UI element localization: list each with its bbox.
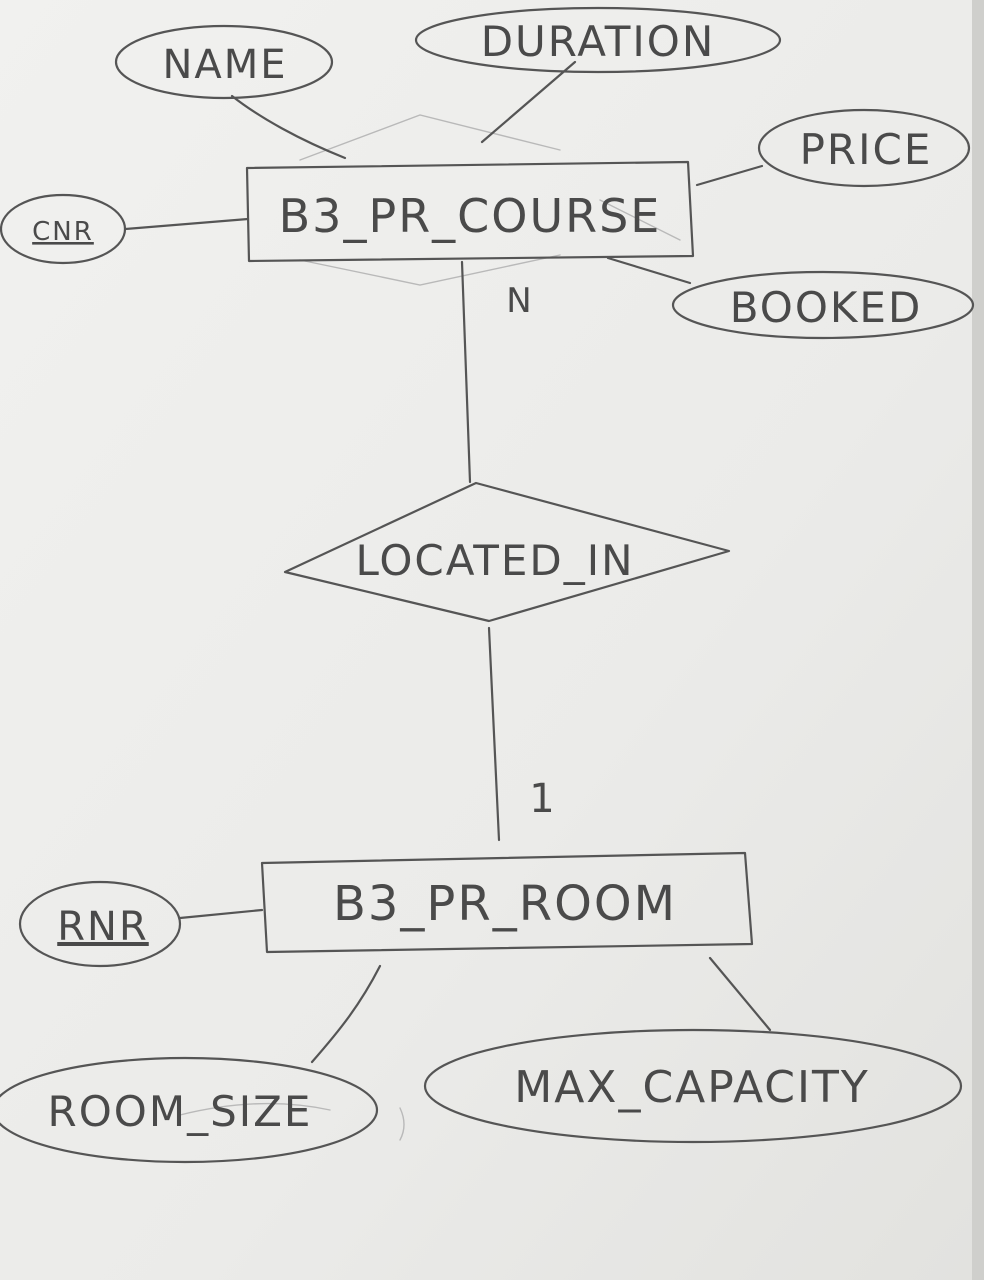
connector-lines [123, 60, 772, 1064]
entity-room[interactable]: B3_PR_ROOM [260, 851, 754, 954]
attribute-rnr-label: RNR [57, 904, 149, 950]
line-price-course [695, 164, 764, 187]
erased-marks [179, 114, 681, 1141]
line-maxcap-room [708, 956, 772, 1032]
attribute-room-size[interactable]: ROOM_SIZE [0, 1056, 379, 1164]
attribute-max-capacity-ellipse [423, 1028, 963, 1144]
relationship-label: LOCATED_IN [355, 536, 634, 585]
attribute-duration-ellipse [414, 6, 782, 74]
attribute-rnr-ellipse [18, 880, 182, 968]
attribute-name[interactable]: NAME [114, 24, 334, 100]
entity-room-box [260, 851, 754, 954]
line-duration-course [480, 60, 577, 144]
attribute-room-size-label: ROOM_SIZE [48, 1087, 313, 1136]
line-roomsize-room [310, 964, 382, 1064]
relationship-diamond [283, 481, 731, 623]
attribute-price[interactable]: PRICE [757, 108, 971, 188]
line-booked-course [606, 256, 692, 285]
cardinality-course-side: N [506, 281, 533, 321]
entity-course-box [245, 160, 695, 263]
attribute-name-label: NAME [162, 42, 287, 88]
attribute-max-capacity-label: MAX_CAPACITY [514, 1062, 870, 1113]
attribute-booked[interactable]: BOOKED [671, 270, 975, 340]
attribute-booked-label: BOOKED [730, 283, 923, 332]
line-course-relationship [460, 260, 472, 484]
attribute-booked-ellipse [671, 270, 975, 340]
line-relationship-room [487, 626, 501, 842]
cardinality-room-side: 1 [529, 776, 556, 822]
attribute-rnr[interactable]: RNR [18, 880, 182, 968]
entity-room-label: B3_PR_ROOM [333, 876, 677, 932]
entity-course[interactable]: B3_PR_COURSE [245, 160, 695, 263]
line-name-course [230, 94, 347, 160]
attribute-room-size-ellipse [0, 1056, 379, 1164]
entity-course-label: B3_PR_COURSE [279, 189, 662, 243]
attribute-duration-label: DURATION [481, 17, 716, 66]
attribute-cnr-label: CNR [32, 217, 94, 247]
attribute-duration[interactable]: DURATION [414, 6, 782, 74]
attribute-price-ellipse [757, 108, 971, 188]
line-rnr-room [178, 908, 264, 920]
background-strip [972, 0, 984, 1280]
attribute-max-capacity[interactable]: MAX_CAPACITY [423, 1028, 963, 1144]
line-cnr-course [123, 217, 250, 231]
attribute-name-ellipse [114, 24, 334, 100]
attribute-price-label: PRICE [800, 125, 933, 174]
attribute-cnr-ellipse [0, 193, 127, 265]
attribute-cnr[interactable]: CNR [0, 193, 127, 265]
relationship-located-in[interactable]: LOCATED_IN [283, 481, 731, 623]
